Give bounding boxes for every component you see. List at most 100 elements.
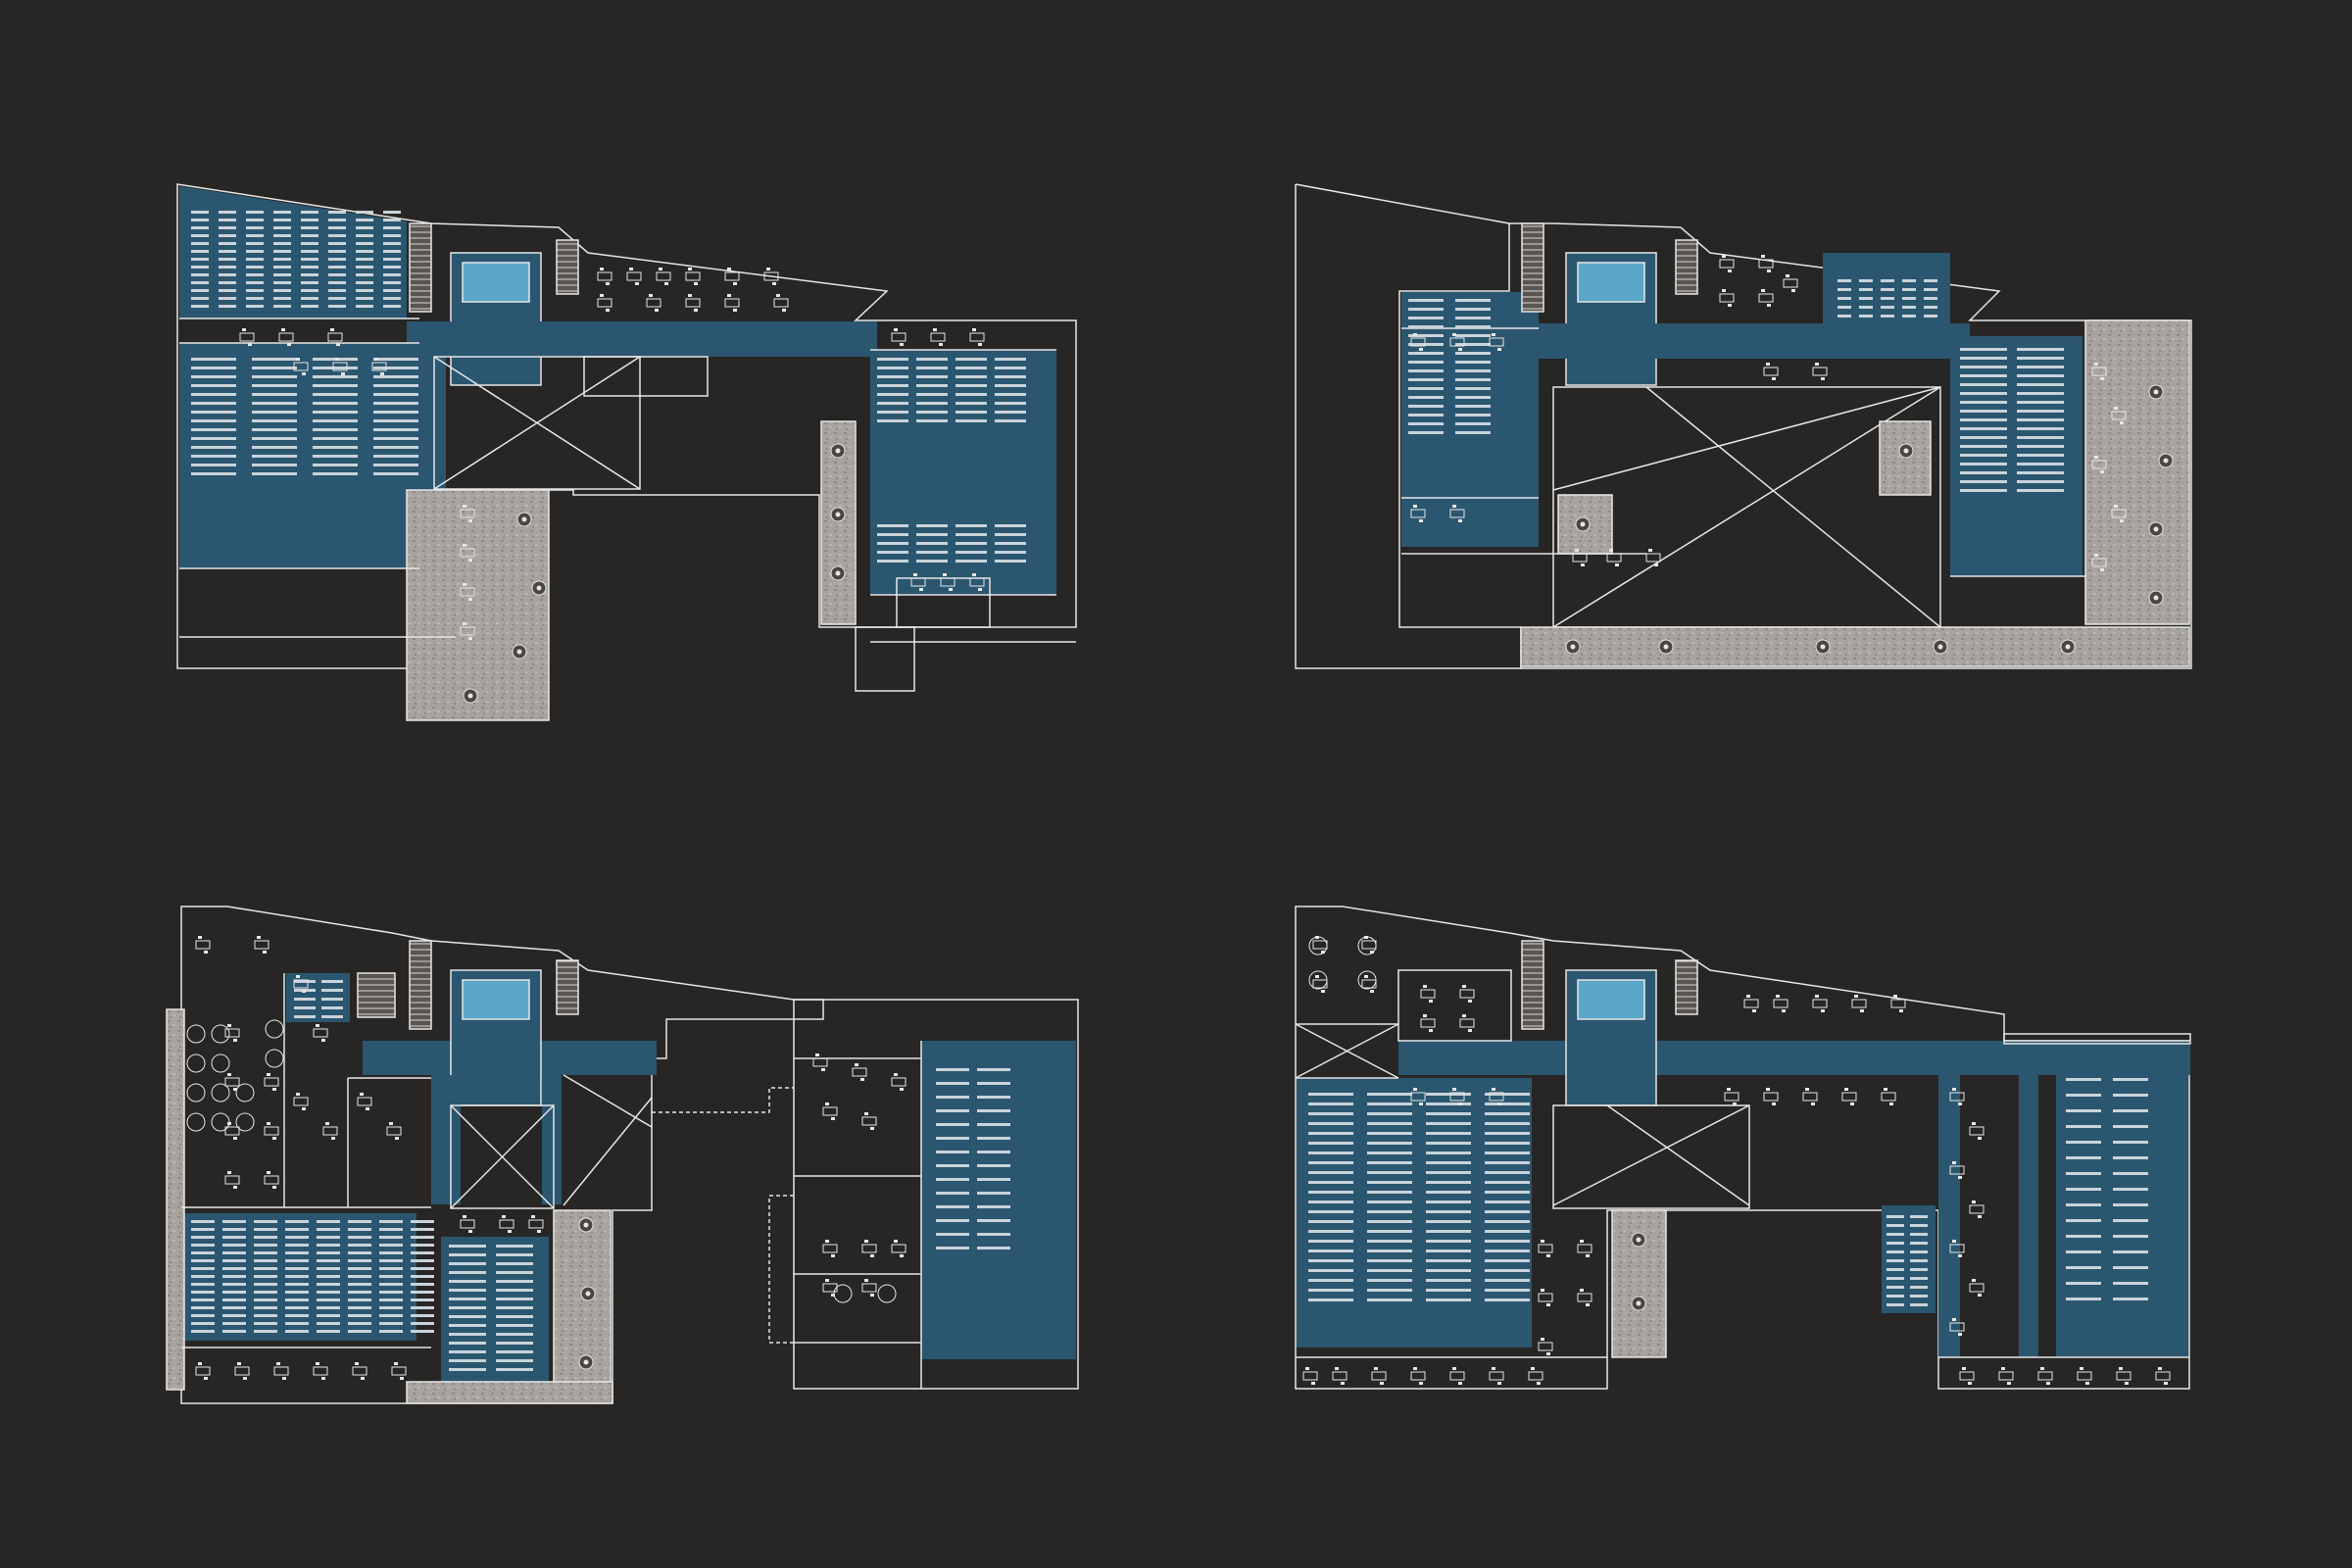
desk-icon [916,402,948,405]
desk-icon [977,1164,1010,1167]
desk-icon [317,1322,340,1325]
desk-icon [449,1271,486,1274]
desk-icon [1886,1215,1904,1218]
desk-icon [1308,1122,1353,1125]
desk-icon [356,297,373,300]
round-table-icon [235,1112,255,1132]
desk-icon [285,1306,309,1309]
desk-icon [877,402,908,405]
desk-icon [373,428,418,431]
desk-icon [1924,279,1937,282]
desk-icon [313,464,358,466]
desk-icon [1308,1259,1353,1262]
table-icon [1528,1371,1544,1381]
desk-icon [1426,1102,1471,1105]
desk-icon [1367,1298,1412,1301]
chair-icon [463,622,466,625]
planter-icon [2153,595,2159,601]
desk-icon [328,226,346,229]
chair-icon [1844,1088,1848,1091]
desk-icon [496,1315,533,1318]
desk-icon [1367,1112,1412,1115]
desk-icon [995,384,1026,387]
desk-icon [317,1306,340,1309]
chair-icon [1821,377,1825,380]
table-icon [1459,989,1475,999]
desk-icon [2066,1282,2101,1285]
chair-icon [864,1112,868,1115]
table-icon [1577,1244,1592,1253]
table-icon [724,298,740,308]
stair-icon [409,940,432,1030]
table-icon [1802,1092,1818,1102]
elevator-icon [1577,262,1645,303]
desk-icon [191,455,236,458]
desk-icon [1308,1181,1353,1184]
desk-icon [328,211,346,214]
desk-icon [373,446,418,449]
desk-icon [2113,1282,2148,1285]
desk-icon [1960,463,2007,466]
table-icon [656,271,671,281]
chair-icon [463,583,466,586]
chair-icon [1423,1014,1427,1017]
desk-icon [1308,1093,1353,1096]
chair-icon [1978,1215,1982,1218]
table-icon [910,577,926,587]
desk-icon [1485,1142,1530,1145]
chair-icon [1821,1009,1825,1012]
table-icon [1312,979,1328,989]
desk-icon [383,305,401,308]
chair-icon [913,573,917,576]
desk-icon [348,1267,371,1270]
desk-icon [2017,445,2064,448]
planter-icon [2153,526,2159,532]
desk-icon [273,273,291,276]
desk-icon [916,560,948,563]
desk-icon [995,524,1026,527]
desk-icon [1960,383,2007,386]
desk-icon [2066,1266,2101,1269]
desk-icon [254,1275,277,1278]
desk-icon [356,211,373,214]
planter-icon [2065,644,2071,650]
chair-icon [1815,363,1819,366]
planter-icon [2163,458,2169,464]
desk-icon [285,1298,309,1301]
chair-icon [1429,1029,1433,1032]
desk-icon [273,289,291,292]
desk-icon [411,1314,434,1317]
table-icon [1969,1204,1984,1214]
chair-icon [1958,1176,1962,1179]
desk-icon [285,1251,309,1254]
chair-icon [939,343,943,346]
chair-icon [606,282,610,285]
desk-icon [252,472,297,475]
chair-icon [2119,1367,2123,1370]
desk-icon [2066,1219,2101,1222]
desk-icon [373,419,418,422]
desk-icon [317,1244,340,1247]
desk-icon [877,367,908,369]
void-atrium [433,356,641,490]
desk-icon [496,1289,533,1292]
chair-icon [1815,995,1819,998]
desk-icon [2066,1235,2101,1238]
desk-icon [328,234,346,237]
chair-icon [468,519,472,522]
desk-icon [1426,1200,1471,1203]
chair-icon [335,358,339,361]
desk-icon [379,1314,403,1317]
desk-icon [1960,392,2007,395]
table-icon [1949,1244,1965,1253]
desk-icon [1886,1250,1904,1253]
desk-icon [373,402,418,405]
desk-icon [916,375,948,378]
chair-icon [860,1078,864,1081]
desk-icon [191,211,209,214]
chair-icon [2114,505,2118,508]
chair-icon [1429,1000,1433,1003]
desk-icon [936,1123,969,1126]
desk-icon [1408,387,1444,390]
desk-icon [246,289,264,292]
